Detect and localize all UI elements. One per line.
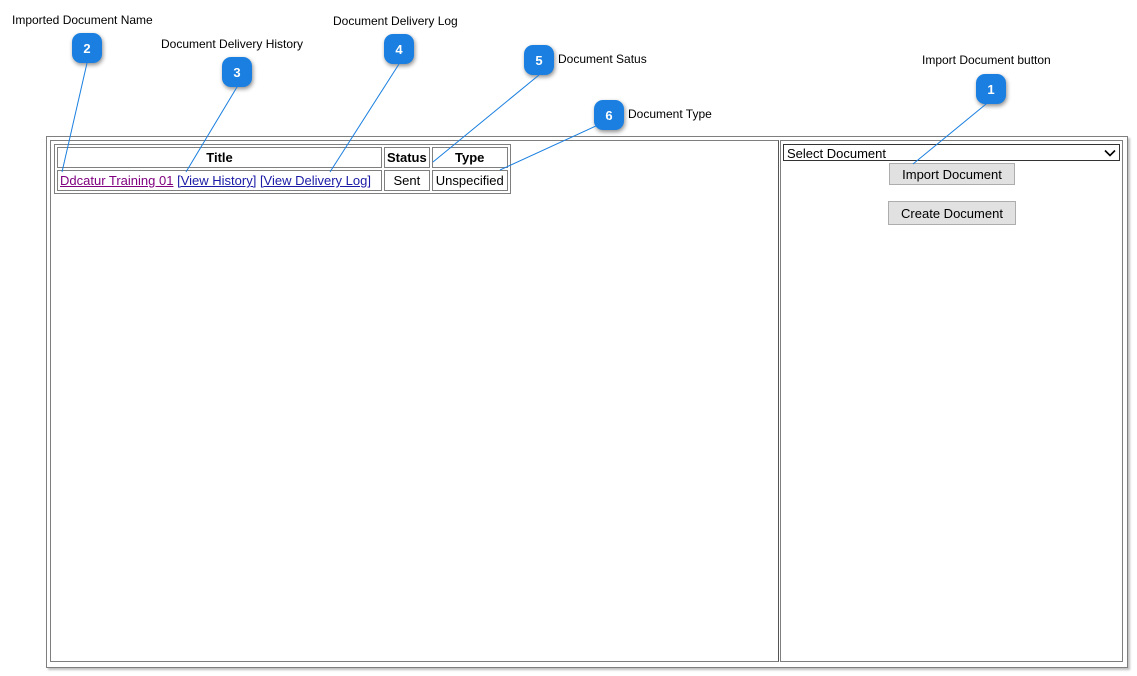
document-title-cell: Ddcatur Training 01 [View History] [View… [57,170,382,191]
main-layout-table: Title Status Type Ddcatur Training 01 [V… [46,136,1128,668]
chevron-down-icon [1104,149,1116,157]
callout-badge-3: 3 [222,57,252,87]
callout-badge-2: 2 [72,33,102,63]
callout-badge-1: 1 [976,74,1006,104]
document-actions-cell: Select Document Import Document Create D… [780,140,1123,662]
document-name-link[interactable]: Ddcatur Training 01 [60,173,174,188]
annotation-label-1: Import Document button [922,53,1051,67]
annotation-label-2: Imported Document Name [12,13,153,27]
annotation-label-4: Document Delivery Log [333,14,458,28]
callout-badge-6: 6 [594,100,624,130]
annotation-label-5: Document Satus [558,52,647,66]
select-document-dropdown[interactable]: Select Document [783,144,1120,161]
import-document-button[interactable]: Import Document [889,163,1015,185]
annotation-label-6: Document Type [628,107,712,121]
table-row: Ddcatur Training 01 [View History] [View… [57,170,508,191]
column-header-title: Title [57,147,382,168]
column-header-status: Status [384,147,430,168]
document-list-cell: Title Status Type Ddcatur Training 01 [V… [50,140,779,662]
view-delivery-log-link[interactable]: [View Delivery Log] [259,173,371,188]
view-history-link[interactable]: [View History] [177,173,257,188]
create-document-button[interactable]: Create Document [888,201,1016,225]
annotation-label-3: Document Delivery History [161,37,304,51]
document-table: Title Status Type Ddcatur Training 01 [V… [54,144,511,194]
column-header-type: Type [431,147,508,168]
document-type-cell: Unspecified [431,170,508,191]
callout-badge-4: 4 [384,34,414,64]
select-document-value: Select Document [787,146,886,161]
callout-badge-5: 5 [524,45,554,75]
table-header-row: Title Status Type [57,147,508,168]
document-status-cell: Sent [384,170,430,191]
